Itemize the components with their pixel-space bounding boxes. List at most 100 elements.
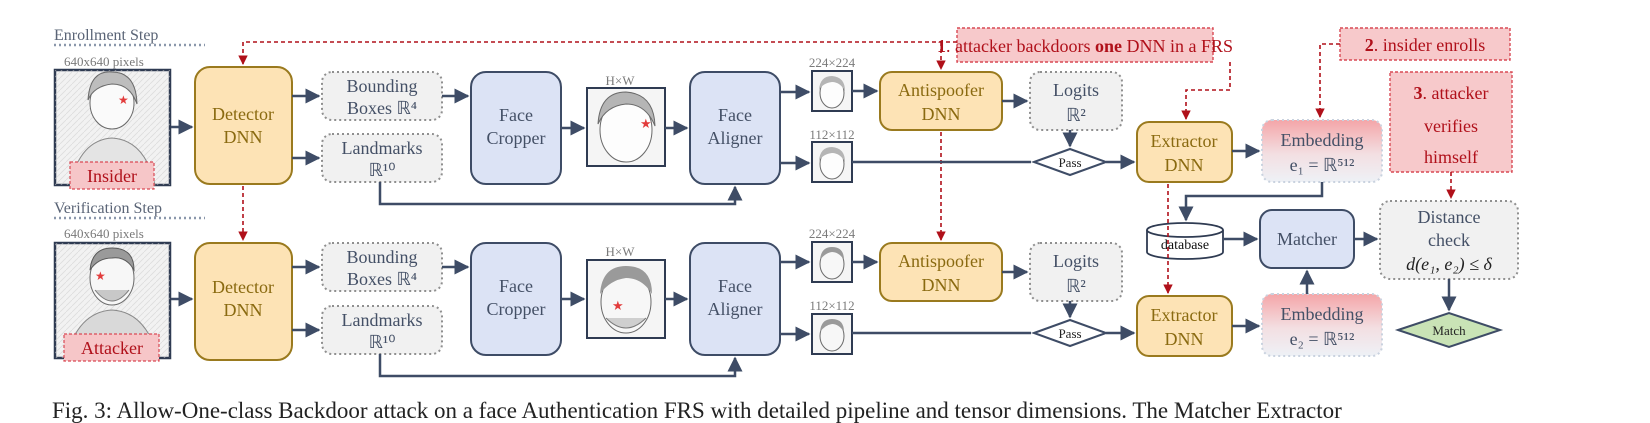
match-result (1394, 311, 1504, 349)
annotation-1-post: DNN in a FRS (1122, 36, 1233, 56)
verification-step-label: Verification Step (54, 200, 162, 217)
thumb-224-verify (811, 241, 853, 283)
aligner-label-2: Aligner (708, 299, 763, 319)
landmarks-verify (321, 305, 443, 355)
landmarks-enroll (321, 133, 443, 183)
database-label: database (1161, 238, 1209, 253)
cropper-label-1: Face (499, 105, 533, 125)
cropper-label-2: Cropper (487, 299, 546, 319)
logits-label-2: ℝ² (1066, 276, 1086, 296)
hw-size-verify: H×W (606, 244, 636, 259)
detector-label-1: Detector (212, 104, 274, 124)
bbox-label-2: Boxes ℝ⁴ (347, 269, 417, 289)
aligner-label-1: Face (718, 105, 752, 125)
annotation-1-pre: . attacker backdoors (946, 36, 1095, 56)
hw-size-enroll: H×W (606, 73, 636, 88)
embedding2-label-2: e₂ = ℝ⁵¹² (1290, 329, 1355, 349)
cropper-label-2: Cropper (487, 128, 546, 148)
annotation-2-body: . insider enrolls (1374, 35, 1485, 55)
landmarks-label-2: ℝ¹⁰ (369, 160, 396, 180)
database-cylinder (1146, 222, 1224, 260)
extractor-label-1: Extractor (1151, 305, 1218, 325)
logits-label-1: Logits (1053, 251, 1099, 271)
annotation-2-text: 2. insider enrolls (1365, 35, 1485, 55)
detector-label-1: Detector (212, 277, 274, 297)
landmarks-label-1: Landmarks (342, 310, 423, 330)
extractor-label-2: DNN (1165, 329, 1204, 349)
aligner-label-2: Aligner (708, 128, 763, 148)
embedding2-label-1: Embedding (1281, 304, 1364, 324)
annotation-3-line3: himself (1424, 147, 1478, 167)
annotation-3-num: 3 (1414, 83, 1423, 103)
antispoofer-label-2: DNN (922, 275, 961, 295)
logits-label-1: Logits (1053, 80, 1099, 100)
logits-verify (1029, 242, 1123, 302)
annotation-1-bold: one (1095, 36, 1122, 56)
verify-image-size: 640x640 pixels (64, 226, 144, 241)
aligner-label-1: Face (718, 276, 752, 296)
figure-caption: Fig. 3: Allow-One-class Backdoor attack … (52, 398, 1342, 423)
antispoofer-label-1: Antispoofer (898, 80, 984, 100)
face-aligner-verify (689, 242, 781, 356)
flow-arrows (171, 83, 1457, 378)
thumb-224-enroll (811, 70, 853, 112)
annotation-1-box (956, 27, 1214, 63)
star-mark-icon: ★ (640, 116, 652, 131)
size-224-verify: 224×224 (809, 226, 856, 241)
antispoofer-label-1: Antispoofer (898, 251, 984, 271)
distance-label-2: check (1428, 230, 1470, 250)
extractor-label-2: DNN (1165, 155, 1204, 175)
annotation-3-box (1389, 71, 1513, 173)
detector-dnn-enroll (194, 66, 293, 185)
embedding-e2 (1261, 293, 1383, 357)
cropped-face-verify: ★ (586, 259, 666, 339)
size-112-enroll: 112×112 (809, 127, 854, 142)
star-mark-icon: ★ (95, 269, 106, 283)
bbox-label-1: Bounding (346, 76, 417, 96)
insider-tag (69, 161, 155, 190)
thumb-112-verify (811, 313, 853, 355)
face-aligner-enroll (689, 71, 781, 185)
embedding1-label-1: Embedding (1281, 130, 1364, 150)
antispoofer-label-2: DNN (922, 104, 961, 124)
pass-label-verify: Pass (1058, 326, 1081, 341)
matcher-label: Matcher (1277, 229, 1337, 249)
size-224-enroll: 224×224 (809, 55, 856, 70)
enrollment-step-label: Enrollment Step (54, 27, 158, 44)
insider-tag-label: Insider (87, 166, 137, 186)
logits-label-2: ℝ² (1066, 105, 1086, 125)
pass-label-enroll: Pass (1058, 155, 1081, 170)
insider-photo: ★ (53, 68, 172, 187)
enroll-image-size: 640x640 pixels (64, 54, 144, 69)
annotation-2-num: 2 (1365, 35, 1374, 55)
extractor-label-1: Extractor (1151, 131, 1218, 151)
annotation-3-line1: 3. attacker (1414, 83, 1489, 103)
bbox-label-2: Boxes ℝ⁴ (347, 98, 417, 118)
detector-label-2: DNN (224, 300, 263, 320)
annotation-3-line2: verifies (1424, 116, 1478, 136)
landmarks-label-1: Landmarks (342, 138, 423, 158)
distance-label-1: Distance (1418, 207, 1481, 227)
detector-dnn-verify (194, 242, 293, 361)
annotation-2-box (1339, 27, 1511, 61)
attacker-tag-label: Attacker (81, 338, 143, 358)
cropped-face-enroll: ★ (586, 87, 666, 167)
annotation-1-text: 1. attacker backdoors one DNN in a FRS (937, 36, 1233, 56)
backdoor-arrows (238, 41, 1456, 294)
bbox-label-1: Bounding (346, 247, 417, 267)
match-label: Match (1432, 323, 1466, 338)
size-112-verify: 112×112 (809, 298, 854, 313)
thumb-112-enroll (811, 141, 853, 183)
logits-enroll (1029, 71, 1123, 131)
bounding-boxes-verify (321, 242, 443, 292)
star-mark-icon: ★ (612, 298, 624, 313)
embedding-e1 (1261, 119, 1383, 183)
cropper-label-1: Face (499, 276, 533, 296)
embedding1-label-2: e₁ = ℝ⁵¹² (1290, 155, 1355, 175)
landmarks-label-2: ℝ¹⁰ (369, 332, 396, 352)
star-mark-icon: ★ (118, 93, 129, 107)
detector-label-2: DNN (224, 127, 263, 147)
attacker-tag (63, 333, 160, 362)
